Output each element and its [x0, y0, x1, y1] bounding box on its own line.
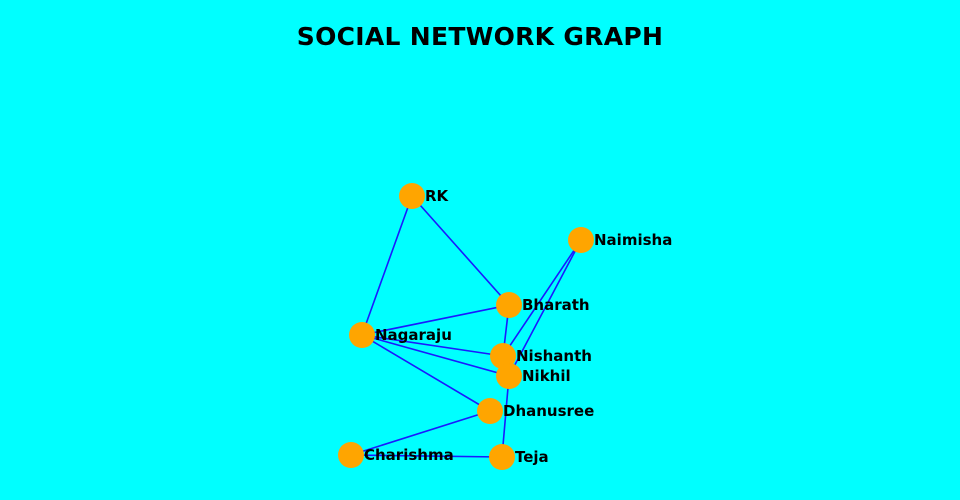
graph-title: SOCIAL NETWORK GRAPH [296, 22, 664, 51]
node-charishma [338, 442, 364, 468]
node-teja [489, 444, 515, 470]
node-label-teja: Teja [515, 448, 549, 466]
edge-nikhil-teja [501, 375, 510, 458]
node-rk [399, 183, 425, 209]
edge-rk-nagaraju [361, 195, 413, 336]
edge-rk-bharath [411, 195, 510, 306]
node-label-charishma: Charishma [364, 446, 454, 464]
nodes-layer [338, 183, 594, 470]
node-dhanusree [477, 398, 503, 424]
edge-nagaraju-nishanth [361, 334, 504, 357]
edge-nagaraju-dhanusree [361, 334, 491, 412]
node-label-bharath: Bharath [522, 296, 590, 314]
edge-dhanusree-charishma [350, 410, 491, 456]
node-naimisha [568, 227, 594, 253]
node-nishanth [490, 343, 516, 369]
edge-naimisha-nishanth [502, 239, 582, 357]
edge-bharath-nagaraju [361, 304, 510, 336]
node-bharath [496, 292, 522, 318]
node-label-nishanth: Nishanth [516, 347, 592, 365]
node-nikhil [496, 363, 522, 389]
node-label-nagaraju: Nagaraju [375, 326, 452, 344]
edge-nagaraju-nikhil [361, 334, 510, 377]
node-label-nikhil: Nikhil [522, 367, 571, 385]
labels-layer: RK NaimishaBharathNagarajuNishanthNikhilD… [364, 187, 672, 466]
node-label-naimisha: Naimisha [594, 231, 672, 249]
node-nagaraju [349, 322, 375, 348]
edge-naimisha-nikhil [508, 239, 582, 377]
node-label-rk: RK [425, 187, 450, 205]
edges-layer [350, 195, 582, 458]
node-label-dhanusree: Dhanusree [503, 402, 594, 420]
edge-charishma-teja [350, 454, 503, 458]
